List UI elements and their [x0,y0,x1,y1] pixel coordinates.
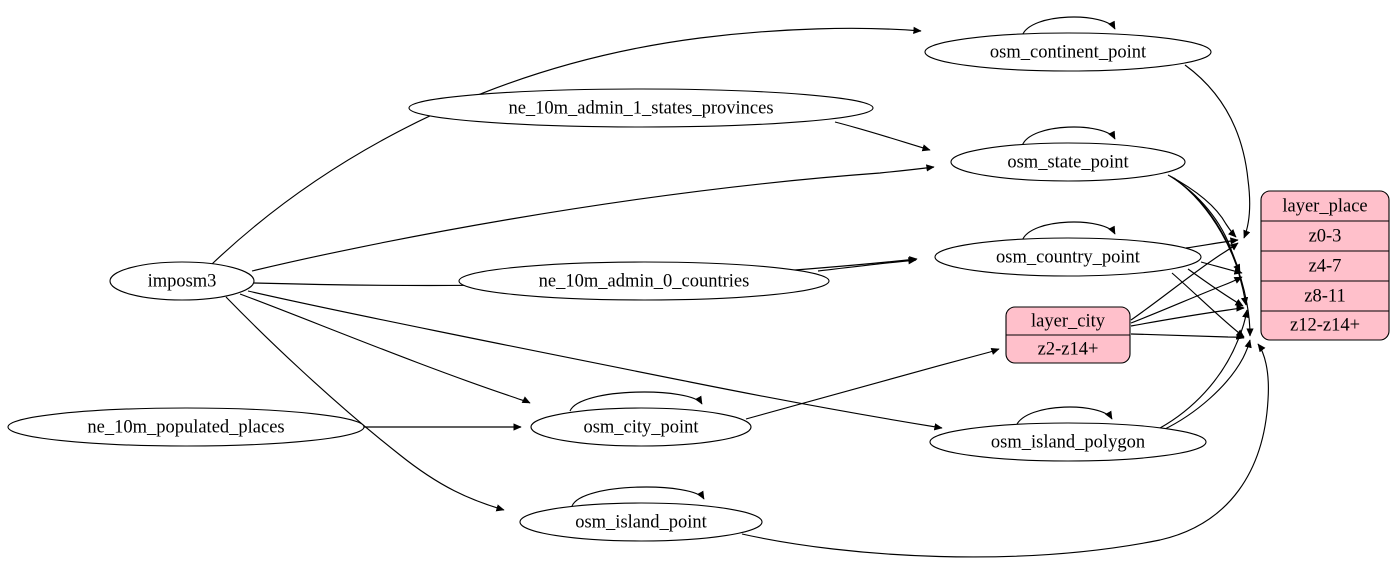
edge-layer_city-to-layer_place-z4-7 [1130,276,1243,324]
edge-osm_state_point-to-layer_place-z8-11 [1171,176,1249,306]
node-osm_island_point[interactable]: osm_island_point [519,502,763,542]
node-ne_10m_admin_1_states_provinces[interactable]: ne_10m_admin_1_states_provinces [408,88,874,128]
node-layer_place[interactable]: layer_place z0-3 z4-7 z8-11 z12-z14+ [1260,190,1390,341]
edge-osm_island_point-to-layer_place-z12-z14+ [741,343,1269,558]
edge-osm_state_point-to-layer_place-z12-z14+ [1173,177,1254,337]
node-osm_island_polygon[interactable]: osm_island_polygon [929,422,1207,462]
edge-osm_island_polygon-to-layer_place-z12-z14+ [1162,339,1252,431]
node-osm_continent_point[interactable]: osm_continent_point [924,32,1212,72]
node-ne_admin0-shape[interactable] [458,261,830,301]
edge-self-osm_continent_point [1021,16,1116,37]
edge-self-osm_island_polygon [1015,406,1113,427]
node-osm_island_polygon-shape[interactable] [929,422,1207,462]
edge-osm_country_point-to-layer_place-z12-z14+ [1171,272,1245,338]
edge-imposm3-to-osm_island_point [225,296,505,512]
edge-osm_country_point-to-layer_place-z8-11 [1187,268,1244,307]
node-ne_populated-shape[interactable] [7,407,365,447]
edge-osm_city_point-to-layer_city-z2-z14+ [745,347,1000,420]
node-osm_city_point[interactable]: osm_city_point [530,407,752,447]
edge-layer_city-to-layer_place-z8-11 [1130,304,1245,327]
edge-self-osm_country_point [1021,221,1116,242]
edge-layer_city-to-layer_place-z12-z14+ [1130,332,1245,340]
node-ne_admin1-shape[interactable] [408,88,874,128]
edge-osm_island_polygon-to-layer_place-z8-11 [1159,309,1250,429]
edge-imposm3-to-osm_continent_point [211,26,922,265]
node-imposm3-shape[interactable] [109,261,255,301]
edge-ne_admin0-to-osm_country_point [817,257,917,272]
node-ne_10m_populated_places[interactable]: ne_10m_populated_places [7,407,365,447]
node-osm_country_point-shape[interactable] [934,237,1202,277]
node-osm_island_point-shape[interactable] [519,502,763,542]
edge-osm_continent_point-to-layer_place-z0-3 [1184,64,1251,239]
edge-self-osm_state_point [1021,126,1116,147]
nodes-layer: imposm3 ne_10m_admin_1_states_provinces … [7,32,1390,542]
edge-imposm3-to-osm_city_point [239,293,531,404]
node-osm_continent_point-shape[interactable] [924,32,1212,72]
node-osm_city_point-shape[interactable] [530,407,752,447]
node-layer_city[interactable]: layer_city z2-z14+ [1005,306,1131,364]
node-osm_state_point-shape[interactable] [950,142,1186,182]
node-ne_10m_admin_0_countries[interactable]: ne_10m_admin_0_countries [458,261,830,301]
node-osm_state_point[interactable]: osm_state_point [950,142,1186,182]
edge-imposm3-to-osm_state_point [251,164,935,272]
edge-imposm3-to-osm_island_polygon [247,290,943,431]
edge-osm_country_point-to-layer_place-z0-3 [1185,237,1239,249]
node-osm_country_point[interactable]: osm_country_point [934,237,1202,277]
edge-layer_city-to-layer_place-z0-3 [1130,242,1239,321]
node-layer_place-shape[interactable] [1260,190,1390,341]
edge-self-osm_city_point [569,391,703,412]
edge-osm_state_point-to-layer_place-z0-3 [1167,174,1237,238]
edge-ne_admin1-to-osm_state_point [834,121,931,152]
edge-self-osm_island_point [571,486,705,507]
edge-osm_country_point-to-layer_place-z4-7 [1200,261,1243,275]
node-imposm3[interactable]: imposm3 [109,261,255,301]
edges-layer [211,16,1269,558]
